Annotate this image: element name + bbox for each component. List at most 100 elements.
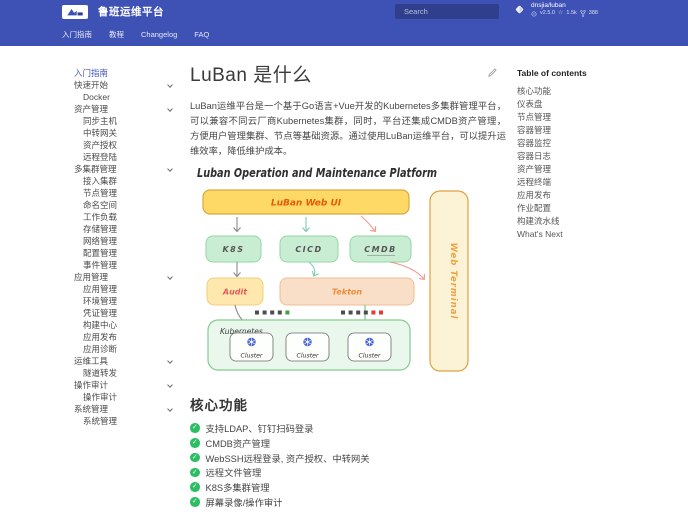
- feature-text: 远程文件管理: [205, 468, 262, 479]
- toc-link[interactable]: 作业配置: [517, 202, 552, 213]
- sidebar-item[interactable]: 构建中心: [62, 319, 188, 331]
- sidebar-item[interactable]: 快速开始: [62, 79, 188, 91]
- sidebar-item[interactable]: 应用管理: [62, 271, 188, 283]
- search-box[interactable]: [395, 4, 501, 19]
- sidebar-item-label: 同步主机: [83, 116, 118, 126]
- cluster-1: Cluster: [229, 332, 274, 362]
- sidebar-item[interactable]: 系统管理: [62, 403, 188, 415]
- sidebar-item-label: 网络管理: [83, 236, 118, 246]
- sidebar-item-label: 配置管理: [83, 248, 118, 258]
- check-icon: ✓: [190, 452, 200, 463]
- arrow-webui-cmdb: [360, 215, 377, 232]
- sidebar-item-label: 应用发布: [83, 332, 118, 342]
- toc-list: 核心功能 仪表盘 节点管理 容器管理 容器监控 容器日志 资产管理 远程终端 应…: [517, 84, 667, 240]
- toc-link[interactable]: 节点管理: [517, 111, 552, 122]
- check-icon: ✓: [190, 438, 200, 448]
- nav-link[interactable]: FAQ: [194, 30, 210, 39]
- release-tag-icon: [531, 10, 537, 17]
- repo-widget[interactable]: dnsjia/luban v2.5.0 ☆ 1.5k: [514, 2, 598, 17]
- feature-item: ✓ WebSSH远程登录, 资产授权、中转网关: [190, 450, 512, 465]
- features-list: ✓ 支持LDAP、钉钉扫码登录 ✓ CMDB资产管理 ✓ WebSSH远程登录,…: [190, 421, 512, 512]
- feature-text: WebSSH远程登录, 资产授权、中转网关: [205, 453, 370, 464]
- sidebar-item-label: 系统管理: [83, 416, 118, 426]
- cluster-2: Cluster: [285, 332, 330, 362]
- toc-link[interactable]: 构建流水线: [517, 215, 560, 226]
- sidebar-item[interactable]: 资产授权: [62, 139, 188, 151]
- chevron-down-icon: [167, 106, 173, 112]
- edit-icon[interactable]: [487, 65, 498, 83]
- sidebar-item[interactable]: 命名空间: [62, 199, 188, 211]
- sidebar-item[interactable]: 工作负载: [62, 211, 188, 223]
- sidebar-item[interactable]: 凭证管理: [62, 307, 188, 319]
- diagram-cicd-label: CICD: [295, 245, 322, 254]
- toc-link[interactable]: What's Next: [517, 228, 563, 239]
- navbar-row-secondary: 入门指南 教程 Changelog FAQ: [62, 23, 209, 46]
- check-icon: ✓: [190, 497, 200, 507]
- sidebar-item-label: 运维工具: [74, 356, 109, 366]
- sidebar-item[interactable]: 环境管理: [62, 295, 188, 307]
- sidebar-item[interactable]: 操作审计: [62, 379, 188, 391]
- sidebar-item[interactable]: 系统管理: [62, 415, 188, 427]
- dots-right: [341, 310, 383, 315]
- feature-item: ✓ 屏幕录像/操作审计: [190, 495, 512, 510]
- cluster-label: Cluster: [359, 351, 381, 359]
- architecture-diagram: Luban Operation and Maintenance Platform…: [197, 166, 469, 372]
- sidebar-item[interactable]: 多集群管理: [62, 163, 188, 175]
- toc-link[interactable]: 容器监控: [517, 137, 552, 148]
- sidebar-item[interactable]: 同步主机: [62, 115, 188, 127]
- diagram-webui-box: [202, 189, 410, 215]
- sidebar-item-label: 应用管理: [83, 284, 118, 294]
- arrow-cicd-tekton: [308, 261, 319, 277]
- repo-version: v2.5.0: [540, 10, 555, 16]
- star-icon: ☆: [557, 10, 564, 16]
- app-logo[interactable]: [62, 4, 88, 19]
- toc-link[interactable]: 容器管理: [517, 124, 552, 135]
- sidebar-item[interactable]: 运维工具: [62, 355, 188, 367]
- toc-link[interactable]: 远程终端: [517, 176, 552, 187]
- sidebar-item[interactable]: 配置管理: [62, 247, 188, 259]
- feature-text: CMDB资产管理: [205, 438, 271, 449]
- sidebar-item-label: 操作审计: [83, 392, 118, 402]
- fork-icon: [580, 10, 586, 17]
- navbar-row-primary: 鲁班运维平台 dnsjia/luban: [0, 0, 688, 23]
- sidebar-item[interactable]: 接入集群: [62, 175, 188, 187]
- sidebar-item[interactable]: 事件管理: [62, 259, 188, 271]
- nav-link[interactable]: 教程: [109, 30, 124, 39]
- diagram-terminal-label: Web Terminal: [448, 242, 458, 319]
- toc-link[interactable]: 容器日志: [517, 150, 552, 161]
- toc-link[interactable]: 核心功能: [517, 85, 552, 96]
- sidebar-item[interactable]: 隧道转发: [62, 367, 188, 379]
- sidebar-item[interactable]: 远程登陆: [62, 151, 188, 163]
- toc-link[interactable]: 应用发布: [517, 189, 552, 200]
- sidebar-item-label: 远程登陆: [83, 152, 118, 162]
- sidebar-item[interactable]: 中转网关: [62, 127, 188, 139]
- page-title-row: LuBan 是什么: [190, 60, 512, 87]
- sidebar-item[interactable]: 入门指南: [62, 67, 188, 79]
- sidebar-item-label: 系统管理: [74, 404, 109, 414]
- sidebar-item[interactable]: 应用发布: [62, 331, 188, 343]
- sidebar-item[interactable]: Docker: [62, 91, 188, 103]
- sidebar-item[interactable]: 节点管理: [62, 187, 188, 199]
- sidebar-item[interactable]: 应用诊断: [62, 343, 188, 355]
- nav-link[interactable]: Changelog: [141, 30, 178, 39]
- sidebar-item-label: 接入集群: [83, 176, 118, 186]
- sidebar-item[interactable]: 操作审计: [62, 391, 188, 403]
- feature-text: 支持LDAP、钉钉扫码登录: [205, 424, 314, 435]
- sidebar-item[interactable]: 网络管理: [62, 235, 188, 247]
- toc-link[interactable]: 仪表盘: [517, 98, 543, 109]
- sidebar-item[interactable]: 资产管理: [62, 103, 188, 115]
- toc-link[interactable]: 资产管理: [517, 163, 552, 174]
- sidebar-item-label: Docker: [83, 92, 110, 102]
- search-input[interactable]: [404, 7, 501, 16]
- sidebar-item-label: 构建中心: [83, 320, 118, 330]
- sidebar-item-label: 操作审计: [74, 380, 109, 390]
- diagram-title: Luban Operation and Maintenance Platform: [197, 166, 437, 180]
- nav-link[interactable]: 入门指南: [62, 30, 92, 39]
- sidebar-item-label: 工作负载: [83, 212, 118, 222]
- diagram-tekton-box: [279, 277, 415, 306]
- sidebar-item[interactable]: 应用管理: [62, 283, 188, 295]
- cluster-label: Cluster: [241, 351, 263, 359]
- sidebar-item[interactable]: 存储管理: [62, 223, 188, 235]
- check-icon: ✓: [190, 482, 200, 492]
- gitee-icon: [515, 5, 524, 14]
